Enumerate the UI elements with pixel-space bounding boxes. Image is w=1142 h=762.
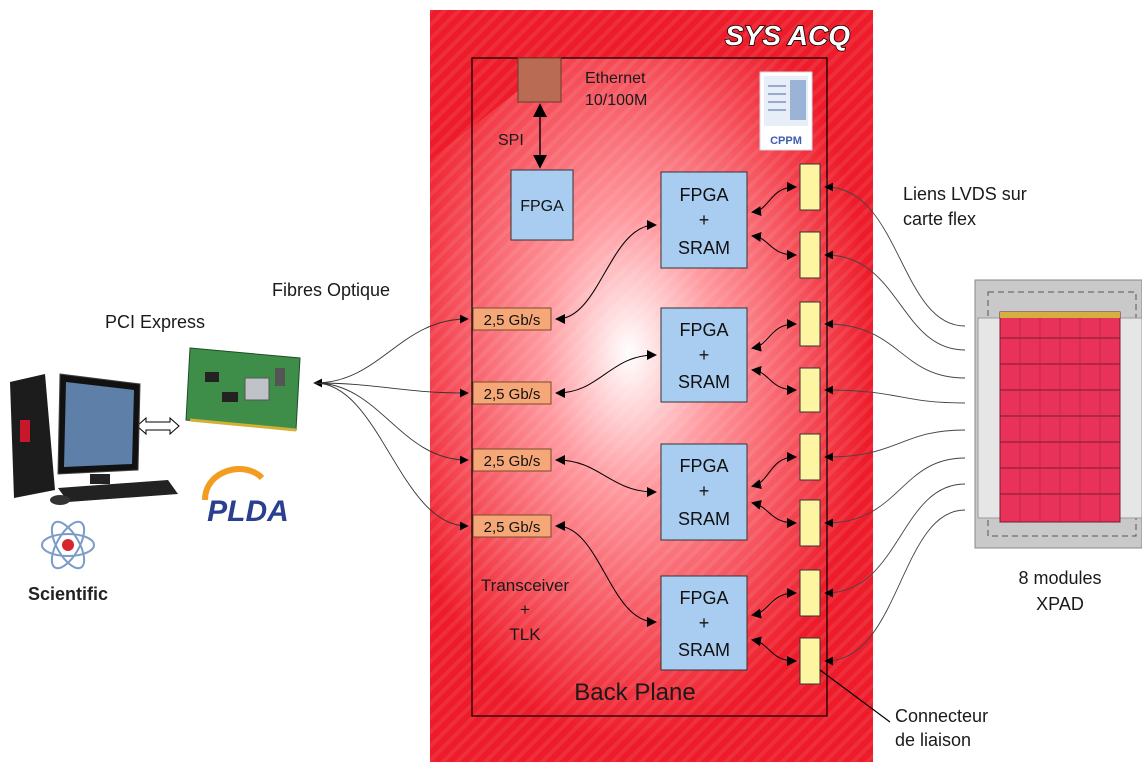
svg-text:2,5 Gb/s: 2,5 Gb/s: [484, 453, 541, 470]
svg-text:+: +: [699, 481, 710, 501]
svg-text:SRAM: SRAM: [678, 372, 730, 392]
connector-6: [800, 500, 820, 546]
svg-text:SRAM: SRAM: [678, 640, 730, 660]
scientific-label: Scientific: [28, 584, 108, 604]
svg-text:FPGA: FPGA: [679, 588, 728, 608]
ethernet-speed-label: 10/100M: [585, 92, 647, 109]
connector-7: [800, 570, 820, 616]
transceiver-plus: +: [520, 600, 530, 619]
svg-text:2,5 Gb/s: 2,5 Gb/s: [484, 312, 541, 329]
lvds-label-line1: Liens LVDS sur: [903, 184, 1027, 204]
svg-text:2,5 Gb/s: 2,5 Gb/s: [484, 519, 541, 536]
atom-logo-icon: [42, 517, 94, 573]
sys-acq-title: SYS ACQ: [725, 20, 850, 51]
svg-text:+: +: [699, 345, 710, 365]
backplane-label: Back Plane: [574, 679, 695, 706]
lvds-label-line2: carte flex: [903, 209, 976, 229]
svg-text:+: +: [699, 613, 710, 633]
pc-card-link-icon: [137, 418, 179, 434]
connector-label-line2: de liaison: [895, 730, 971, 750]
connector-4: [800, 368, 820, 412]
fpga-sram-1: FPGA + SRAM: [661, 172, 747, 268]
svg-text:FPGA: FPGA: [679, 185, 728, 205]
connector-5: [800, 434, 820, 480]
serializer-2: 2,5 Gb/s: [473, 382, 551, 404]
connector-3: [800, 302, 820, 346]
tlk-label: TLK: [509, 625, 541, 644]
modules-label-line1: 8 modules: [1018, 568, 1101, 588]
modules-label-line2: XPAD: [1036, 594, 1084, 614]
fibres-label: Fibres Optique: [272, 280, 390, 300]
svg-text:PLDA: PLDA: [207, 495, 289, 528]
plda-logo-icon: PLDA: [205, 469, 289, 528]
svg-text:CPPM: CPPM: [770, 135, 802, 147]
connector-1: [800, 164, 820, 210]
spi-label: SPI: [498, 132, 524, 149]
fpga-sram-2: FPGA + SRAM: [661, 308, 747, 402]
connector-label-line1: Connecteur: [895, 706, 988, 726]
transceiver-label: Transceiver: [481, 576, 570, 595]
detector-icon: [975, 280, 1142, 548]
fpga-sram-3: FPGA + SRAM: [661, 444, 747, 540]
serializer-1: 2,5 Gb/s: [473, 308, 551, 330]
serializer-4: 2,5 Gb/s: [473, 515, 551, 537]
computer-icon: [10, 374, 178, 505]
pci-card-icon: [186, 348, 300, 430]
svg-text:SRAM: SRAM: [678, 238, 730, 258]
svg-text:FPGA: FPGA: [679, 320, 728, 340]
connector-8: [800, 638, 820, 684]
fpga-sram-4: FPGA + SRAM: [661, 576, 747, 670]
pci-express-label: PCI Express: [105, 312, 205, 332]
svg-text:FPGA: FPGA: [679, 456, 728, 476]
cppm-logo-icon: CPPM: [760, 72, 812, 150]
connector-2: [800, 232, 820, 278]
fpga-controller-label: FPGA: [520, 198, 564, 215]
svg-text:SRAM: SRAM: [678, 509, 730, 529]
svg-text:2,5 Gb/s: 2,5 Gb/s: [484, 386, 541, 403]
serializer-3: 2,5 Gb/s: [473, 449, 551, 471]
ethernet-chip: [518, 58, 561, 102]
ethernet-label: Ethernet: [585, 70, 646, 87]
svg-text:+: +: [699, 210, 710, 230]
